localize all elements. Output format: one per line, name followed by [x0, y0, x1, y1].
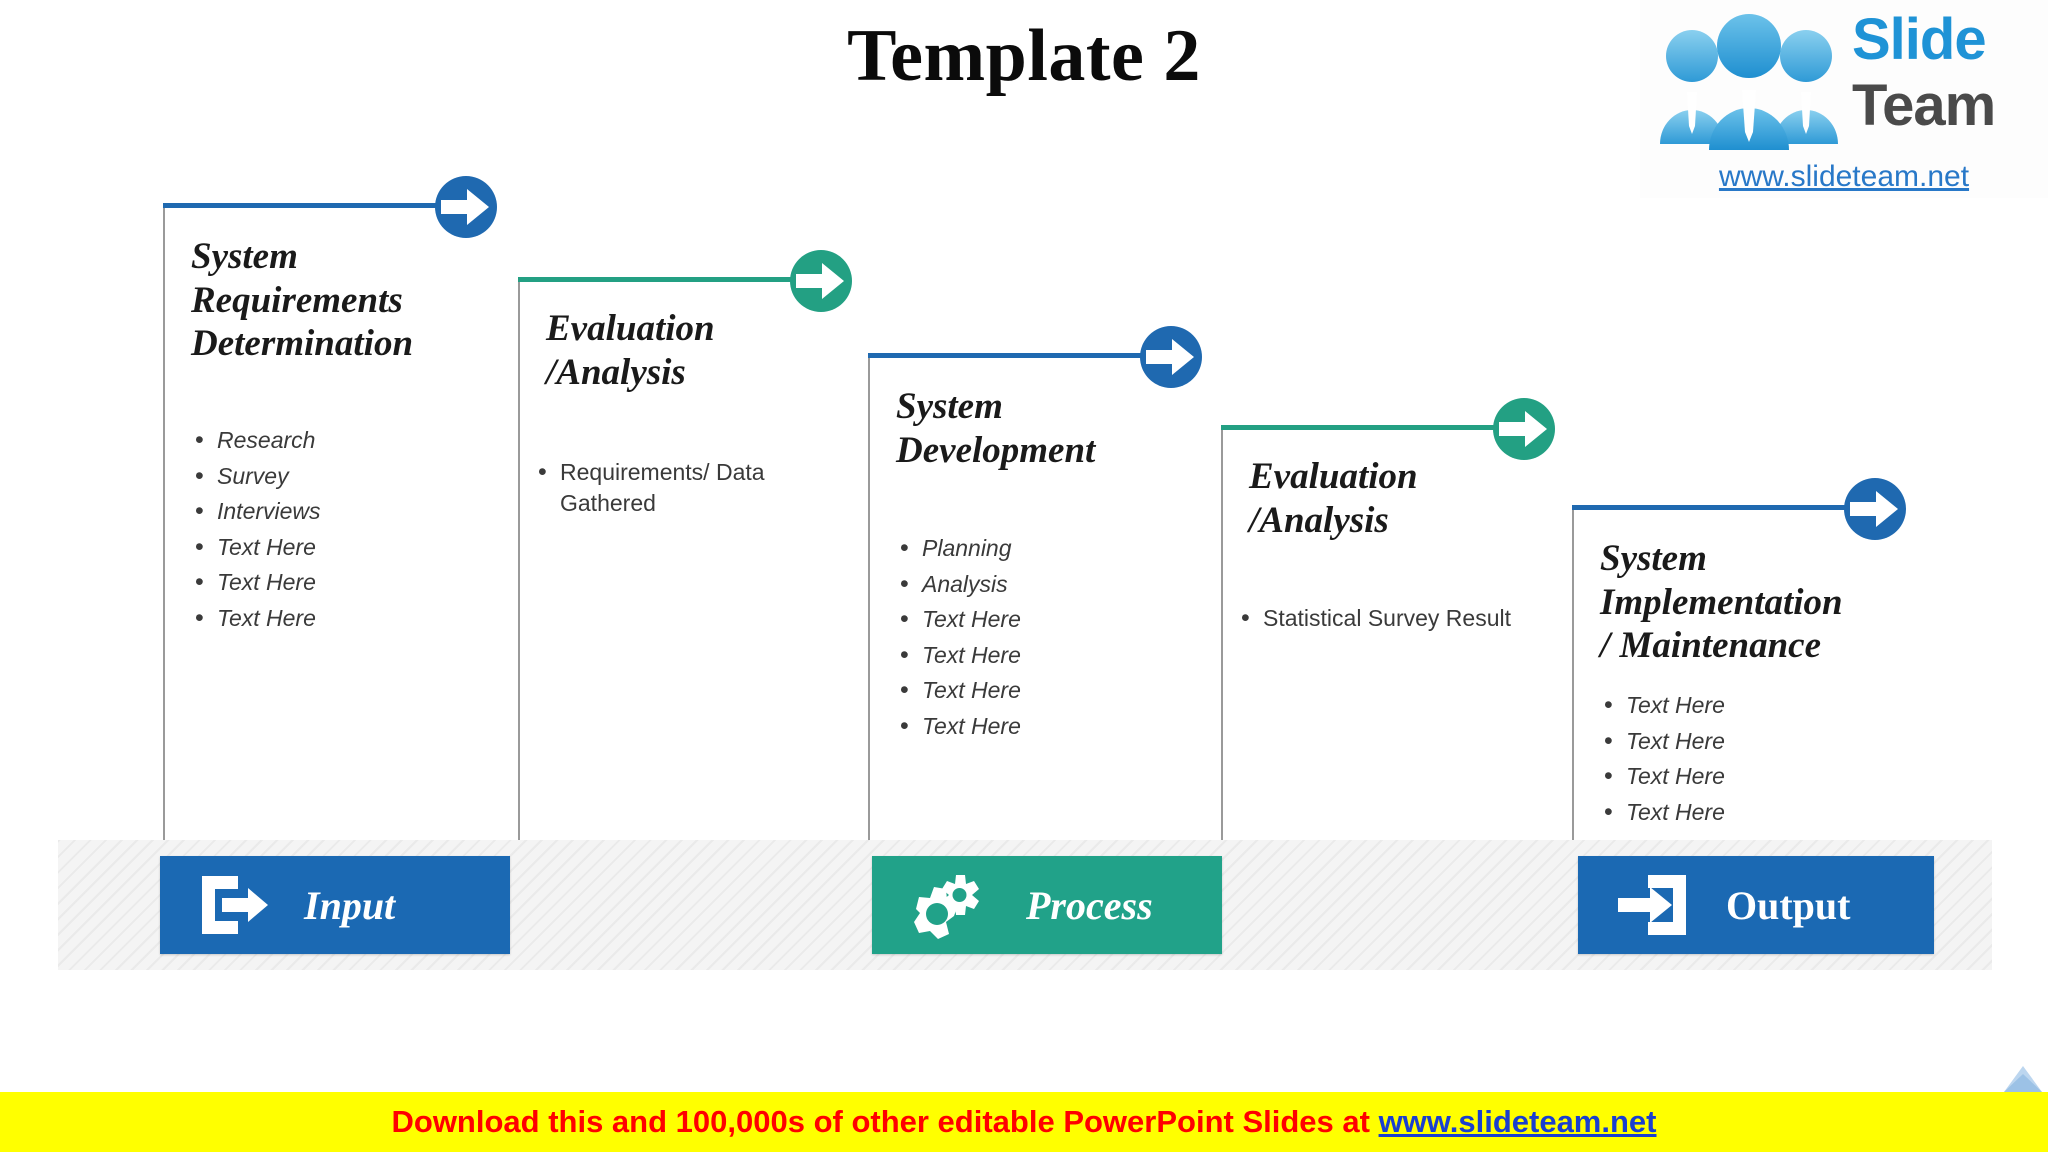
import-arrow-in-icon	[1616, 871, 1692, 939]
bullet-dot-icon: •	[900, 711, 909, 740]
step-3-bullets: •Planning •Analysis •Text Here •Text Her…	[900, 533, 1200, 746]
list-item: •Text Here	[900, 605, 1021, 634]
step-5-divider	[1572, 505, 1574, 840]
list-item: •Text Here	[900, 711, 1021, 740]
bullet-dot-icon: •	[195, 603, 204, 632]
list-item: •Research	[195, 426, 316, 454]
list-item: •Requirements/ Data Gathered	[538, 458, 765, 516]
category-bar-process[interactable]: Process	[872, 856, 1222, 954]
step-5-bullets: •Text Here •Text Here •Text Here •Text H…	[1604, 690, 1904, 832]
bullet-dot-icon: •	[195, 461, 204, 490]
export-arrow-out-icon	[198, 872, 270, 938]
category-bar-input[interactable]: Input	[160, 856, 510, 954]
step-3-accent-line	[868, 353, 1158, 358]
category-bar-output[interactable]: Output	[1578, 856, 1934, 954]
list-item: •Survey	[195, 461, 289, 490]
step-4-divider	[1221, 425, 1223, 840]
step-1-divider	[163, 203, 165, 840]
list-item: •Statistical Survey Result	[1241, 604, 1511, 632]
step-5[interactable]: System Implementation / Maintenance •Tex…	[1572, 478, 1922, 840]
list-item: •Analysis	[900, 569, 1008, 598]
step-1-bullets: •Research •Survey •Interviews •Text Here…	[195, 425, 495, 638]
bullet-dot-icon: •	[900, 605, 909, 634]
bullet-dot-icon: •	[1241, 604, 1250, 632]
step-4-bullets: •Statistical Survey Result	[1241, 603, 1541, 639]
gears-icon	[910, 869, 992, 941]
slideteam-logo: Slide Team www.slideteam.net	[1640, 0, 2048, 198]
logo-word-slide: Slide	[1852, 7, 1987, 72]
arrow-right-circle-icon	[435, 176, 497, 238]
list-item: •Text Here	[1604, 726, 1725, 755]
bullet-dot-icon: •	[900, 534, 909, 562]
bullet-dot-icon: •	[1604, 797, 1613, 826]
logo-url[interactable]: www.slideteam.net	[1718, 160, 1970, 193]
arrow-right-circle-icon	[1493, 398, 1555, 460]
bullet-dot-icon: •	[1604, 762, 1613, 791]
step-2-bullets: •Requirements/ Data Gathered	[538, 457, 808, 523]
promo-banner[interactable]: Download this and 100,000s of other edit…	[0, 1092, 2048, 1152]
step-4[interactable]: Evaluation /Analysis •Statistical Survey…	[1221, 398, 1571, 840]
corner-tab-icon	[2004, 1066, 2042, 1092]
step-2-title: Evaluation /Analysis	[546, 308, 715, 393]
step-1-accent-line	[163, 203, 453, 208]
step-4-accent-line	[1221, 425, 1511, 430]
promo-banner-message: Download this and 100,000s of other edit…	[391, 1104, 1379, 1139]
step-2[interactable]: Evaluation /Analysis •Requirements/ Data…	[518, 250, 868, 840]
list-item: •Text Here	[195, 532, 316, 561]
page-title: Template 2	[847, 15, 1201, 97]
step-3[interactable]: System Development •Planning •Analysis •…	[868, 326, 1218, 840]
bullet-dot-icon: •	[538, 458, 547, 486]
list-item: •Planning	[900, 534, 1012, 562]
list-item: •Interviews	[195, 497, 321, 526]
step-2-divider	[518, 277, 520, 840]
arrow-right-circle-icon	[790, 250, 852, 312]
bullet-dot-icon: •	[195, 532, 204, 561]
people-group-icon	[1660, 14, 1838, 150]
list-item: •Text Here	[900, 676, 1021, 705]
arrow-right-circle-icon	[1140, 326, 1202, 388]
category-label-output: Output	[1726, 882, 1851, 928]
step-3-divider	[868, 353, 870, 840]
bullet-dot-icon: •	[195, 426, 204, 454]
bullet-dot-icon: •	[1604, 726, 1613, 755]
arrow-right-circle-icon	[1844, 478, 1906, 540]
step-2-accent-line	[518, 277, 808, 282]
list-item: •Text Here	[195, 603, 316, 632]
promo-banner-link[interactable]: www.slideteam.net	[1378, 1104, 1657, 1139]
bullet-dot-icon: •	[900, 640, 909, 669]
list-item: •Text Here	[900, 640, 1021, 669]
category-label-input: Input	[304, 882, 396, 928]
bullet-dot-icon: •	[195, 497, 204, 526]
bullet-dot-icon: •	[1604, 691, 1613, 719]
step-5-accent-line	[1572, 505, 1862, 510]
bullet-dot-icon: •	[195, 568, 204, 597]
list-item: •Text Here	[1604, 797, 1725, 826]
bullet-dot-icon: •	[900, 569, 909, 598]
step-3-title: System Development	[896, 386, 1096, 471]
step-1[interactable]: System Requirements Determination •Resea…	[163, 176, 513, 840]
list-item: •Text Here	[1604, 691, 1725, 719]
bullet-dot-icon: •	[900, 676, 909, 705]
promo-banner-text: Download this and 100,000s of other edit…	[392, 1104, 1657, 1140]
step-1-title: System Requirements Determination	[191, 236, 414, 365]
step-4-title: Evaluation /Analysis	[1249, 456, 1418, 541]
category-label-process: Process	[1026, 882, 1153, 928]
step-5-title: System Implementation / Maintenance	[1600, 538, 1843, 667]
list-item: •Text Here	[195, 568, 316, 597]
list-item: •Text Here	[1604, 762, 1725, 791]
logo-word-team: Team	[1852, 73, 1996, 138]
